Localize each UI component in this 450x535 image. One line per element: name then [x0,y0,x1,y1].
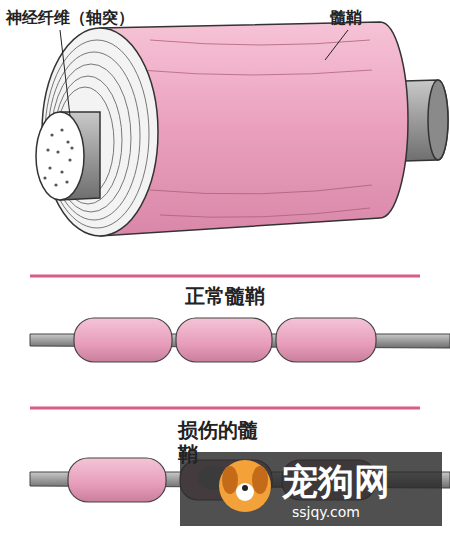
section-heading: 损伤的髓鞘 [178,418,268,466]
normal-myelin-row [30,318,450,362]
divider-line [30,407,420,410]
leader-line [325,30,348,60]
watermark-box [180,452,442,526]
leader-line [60,30,70,116]
part-label: 神经纤维（轴突） [6,8,176,27]
watermark-text: 宠狗网 [282,460,432,503]
divider-line [30,275,420,278]
axon-cross-section [36,112,100,200]
myelin-roll [42,22,408,236]
watermark-text: ssjqy.com [292,504,422,521]
part-label: 髓鞘 [330,8,410,27]
section-heading: 正常髓鞘 [170,284,280,308]
